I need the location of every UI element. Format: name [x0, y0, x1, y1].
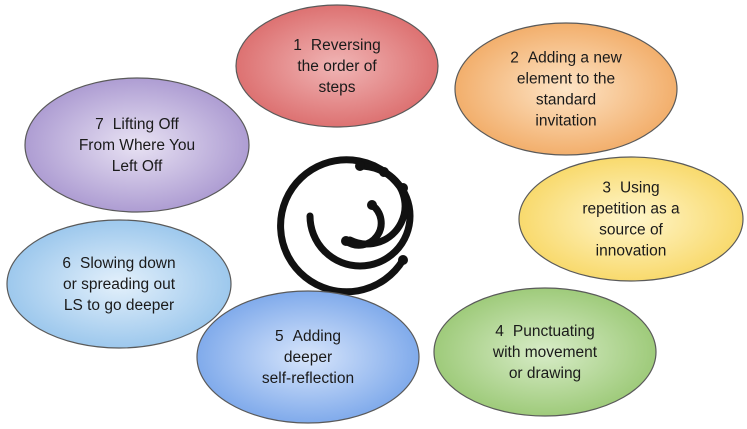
step-label-line: Adding a new	[528, 50, 623, 67]
step-label-line: element to the	[517, 71, 615, 88]
step-number-and-label: 7 Lifting Off	[95, 116, 179, 133]
step-node-6: 6 Slowing down or spreading out LS to go de…	[6, 219, 232, 349]
step-label-line: innovation	[596, 243, 667, 260]
step-number-and-label: 6 Slowing down	[62, 255, 175, 272]
step-label-line: steps	[318, 79, 355, 96]
step-label-line: Punctuating	[513, 323, 595, 340]
step-ellipse	[6, 219, 232, 349]
step-label-line: or spreading out	[63, 276, 176, 293]
step-node-1: 1 Reversing the order of steps	[235, 4, 439, 128]
step-ellipse	[235, 4, 439, 128]
step-node-2: 2 Adding a new element to the standard invit…	[454, 22, 678, 156]
step-number: 7	[95, 116, 104, 133]
step-label-line: From Where You	[79, 137, 195, 154]
step-number: 2	[510, 50, 519, 67]
step-label-line: source of	[599, 222, 663, 239]
step-label-line: invitation	[535, 113, 596, 130]
step-label-line: LS to go deeper	[64, 297, 174, 314]
step-number: 6	[62, 255, 71, 272]
step-ellipse	[454, 22, 678, 156]
step-node-4: 4 Punctuating with movement or drawing	[433, 287, 657, 417]
step-label-line: standard	[536, 92, 596, 109]
step-number-and-label: 3 Using	[602, 180, 659, 197]
step-label-line: Left Off	[112, 158, 163, 175]
step-label-line: with movement	[492, 344, 598, 361]
step-ellipse	[196, 290, 420, 424]
step-label-line: self-reflection	[262, 370, 354, 387]
step-node-5: 5 Adding deeper self-reflection	[196, 290, 420, 424]
step-ellipse	[24, 77, 250, 213]
step-number-and-label: 2 Adding a new	[510, 50, 622, 67]
step-number: 4	[495, 323, 504, 340]
step-ellipse	[518, 156, 744, 282]
step-number-and-label: 5 Adding	[275, 328, 341, 345]
step-label-line: repetition as a	[582, 201, 680, 218]
step-number: 3	[602, 180, 611, 197]
step-label-line: Using	[620, 180, 660, 197]
step-label-line: Reversing	[311, 37, 381, 54]
step-label-line: Lifting Off	[113, 116, 180, 133]
step-node-3: 3 Using repetition as a source of innovation	[518, 156, 744, 282]
step-label-line: Slowing down	[80, 255, 176, 272]
concentric-circuit-spiral-icon	[277, 156, 414, 296]
step-number: 1	[293, 37, 302, 54]
step-number-and-label: 4 Punctuating	[495, 323, 595, 340]
step-ellipse	[433, 287, 657, 417]
step-number: 5	[275, 328, 284, 345]
step-label-line: Adding	[293, 328, 341, 345]
step-label-line: deeper	[284, 349, 332, 366]
step-number-and-label: 1 Reversing	[293, 37, 380, 54]
step-label-line: or drawing	[509, 365, 581, 382]
step-label-line: the order of	[297, 58, 377, 75]
